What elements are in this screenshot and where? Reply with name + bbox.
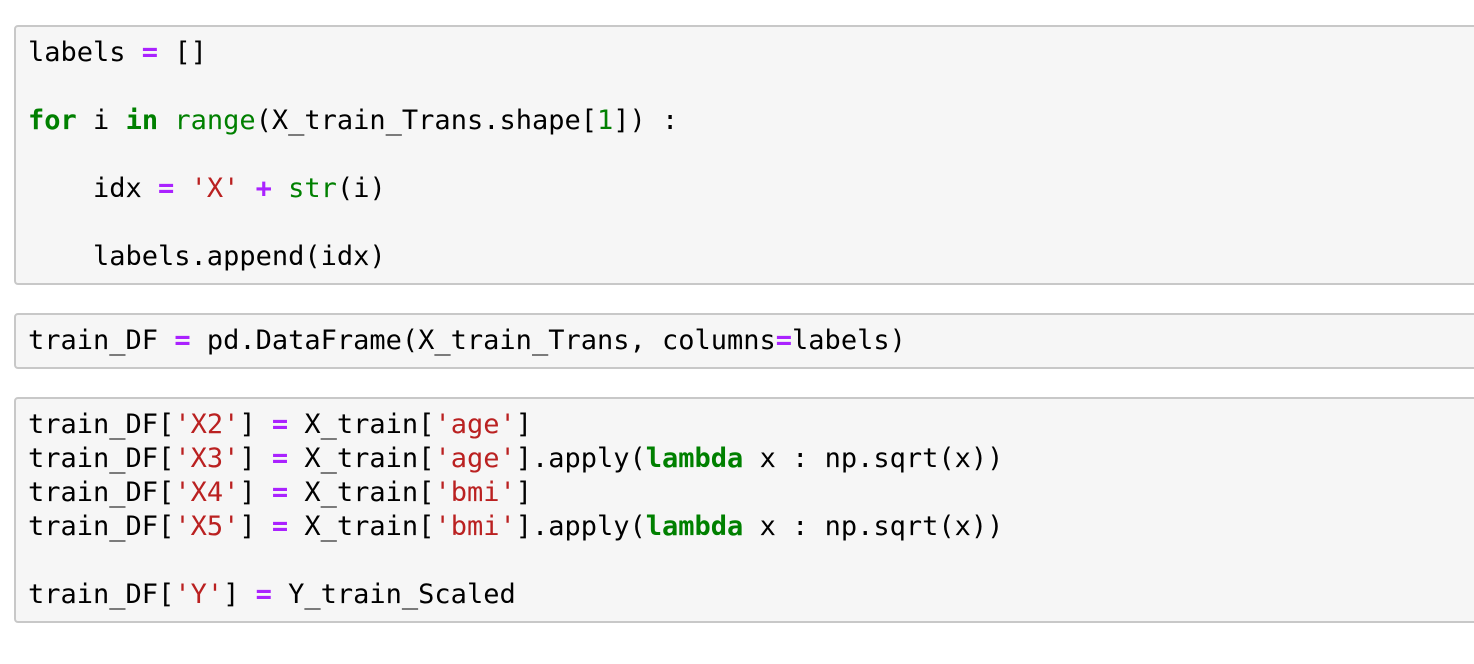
code-token: train_DF[ [28,409,175,440]
code-token: lambda [645,511,744,542]
code-token: ] [515,477,532,508]
code-token: 'age' [434,409,516,440]
code-token: x : np.sqrt(x)) [743,511,1004,542]
code-line: train_DF['Y'] = Y_train_Scaled [28,578,1474,612]
code-token: (i) [336,173,386,204]
code-token: train_DF[ [28,443,175,474]
code-token: = [174,325,191,356]
code-token: labels) [792,325,906,356]
code-token: = [775,325,793,356]
code-token: ] [239,511,272,542]
code-token: pd.DataFrame(X_train_Trans, columns [190,325,776,356]
code-token: for [28,105,77,136]
code-token: 'X4' [174,477,240,508]
code-token [239,173,255,204]
code-token: X_train[ [288,409,435,440]
code-token: = [141,37,159,68]
code-token: = [271,477,289,508]
code-line: labels = [] [28,36,1474,70]
code-token: = [158,173,175,204]
code-line: train_DF['X2'] = X_train['age'] [28,408,1474,442]
code-token: 'bmi' [434,477,516,508]
code-line: labels.append(idx) [28,240,1474,274]
code-line [28,544,1474,578]
code-token: str [288,173,337,204]
code-token: ].apply( [515,443,646,474]
code-token: lambda [645,443,744,474]
code-token: 1 [597,105,614,136]
code-cell[interactable]: labels = [] for i in range(X_train_Trans.… [14,25,1474,285]
code-line: train_DF = pd.DataFrame(X_train_Trans, c… [28,324,1474,358]
code-token: = [271,409,289,440]
code-token: labels.append(idx) [28,241,386,272]
code-token: = [271,443,289,474]
code-token: 'X3' [174,443,240,474]
code-token: ] [223,579,256,610]
code-token: Y_train_Scaled [271,579,516,610]
code-token: ] [239,409,272,440]
code-token: x : np.sqrt(x)) [743,443,1004,474]
code-token: 'X' [190,173,240,204]
code-token: ].apply( [515,511,646,542]
code-cell[interactable]: train_DF['X2'] = X_train['age']train_DF[… [14,397,1474,623]
code-token: idx [28,173,159,204]
code-editor[interactable]: train_DF['X2'] = X_train['age']train_DF[… [28,408,1474,612]
code-token: (X_train_Trans.shape[ [255,105,597,136]
code-cell[interactable]: train_DF = pd.DataFrame(X_train_Trans, c… [14,313,1474,369]
code-token: in [125,105,159,136]
code-token: ] [239,443,272,474]
code-token: X_train[ [288,477,435,508]
code-token: train_DF[ [28,477,175,508]
code-line: for i in range(X_train_Trans.shape[1]) : [28,104,1474,138]
code-token: 'Y' [174,579,224,610]
code-token: 'bmi' [434,511,516,542]
code-token: labels [28,37,142,68]
code-editor[interactable]: labels = [] for i in range(X_train_Trans.… [28,36,1474,274]
code-token: 'age' [434,443,516,474]
code-token: range [174,105,256,136]
code-token: + [255,173,272,204]
code-line [28,206,1474,240]
code-token: ] [239,477,272,508]
code-line: train_DF['X4'] = X_train['bmi'] [28,476,1474,510]
code-token [158,105,174,136]
code-token [174,173,190,204]
code-line: idx = 'X' + str(i) [28,172,1474,206]
code-token: X_train[ [288,511,435,542]
code-line: train_DF['X3'] = X_train['age'].apply(la… [28,442,1474,476]
code-token: train_DF [28,325,175,356]
code-token: = [271,511,289,542]
code-token: train_DF[ [28,511,175,542]
code-token: 'X2' [174,409,240,440]
code-token: ] [515,409,532,440]
code-token: i [76,105,126,136]
notebook: labels = [] for i in range(X_train_Trans.… [14,25,1474,623]
code-token: X_train[ [288,443,435,474]
code-token: train_DF[ [28,579,175,610]
code-token: = [255,579,272,610]
code-line [28,70,1474,104]
code-line [28,138,1474,172]
code-line: train_DF['X5'] = X_train['bmi'].apply(la… [28,510,1474,544]
code-editor[interactable]: train_DF = pd.DataFrame(X_train_Trans, c… [28,324,1474,358]
code-token: 'X5' [174,511,240,542]
code-token [272,173,288,204]
code-token: ]) : [613,105,679,136]
code-token: [] [158,37,207,68]
